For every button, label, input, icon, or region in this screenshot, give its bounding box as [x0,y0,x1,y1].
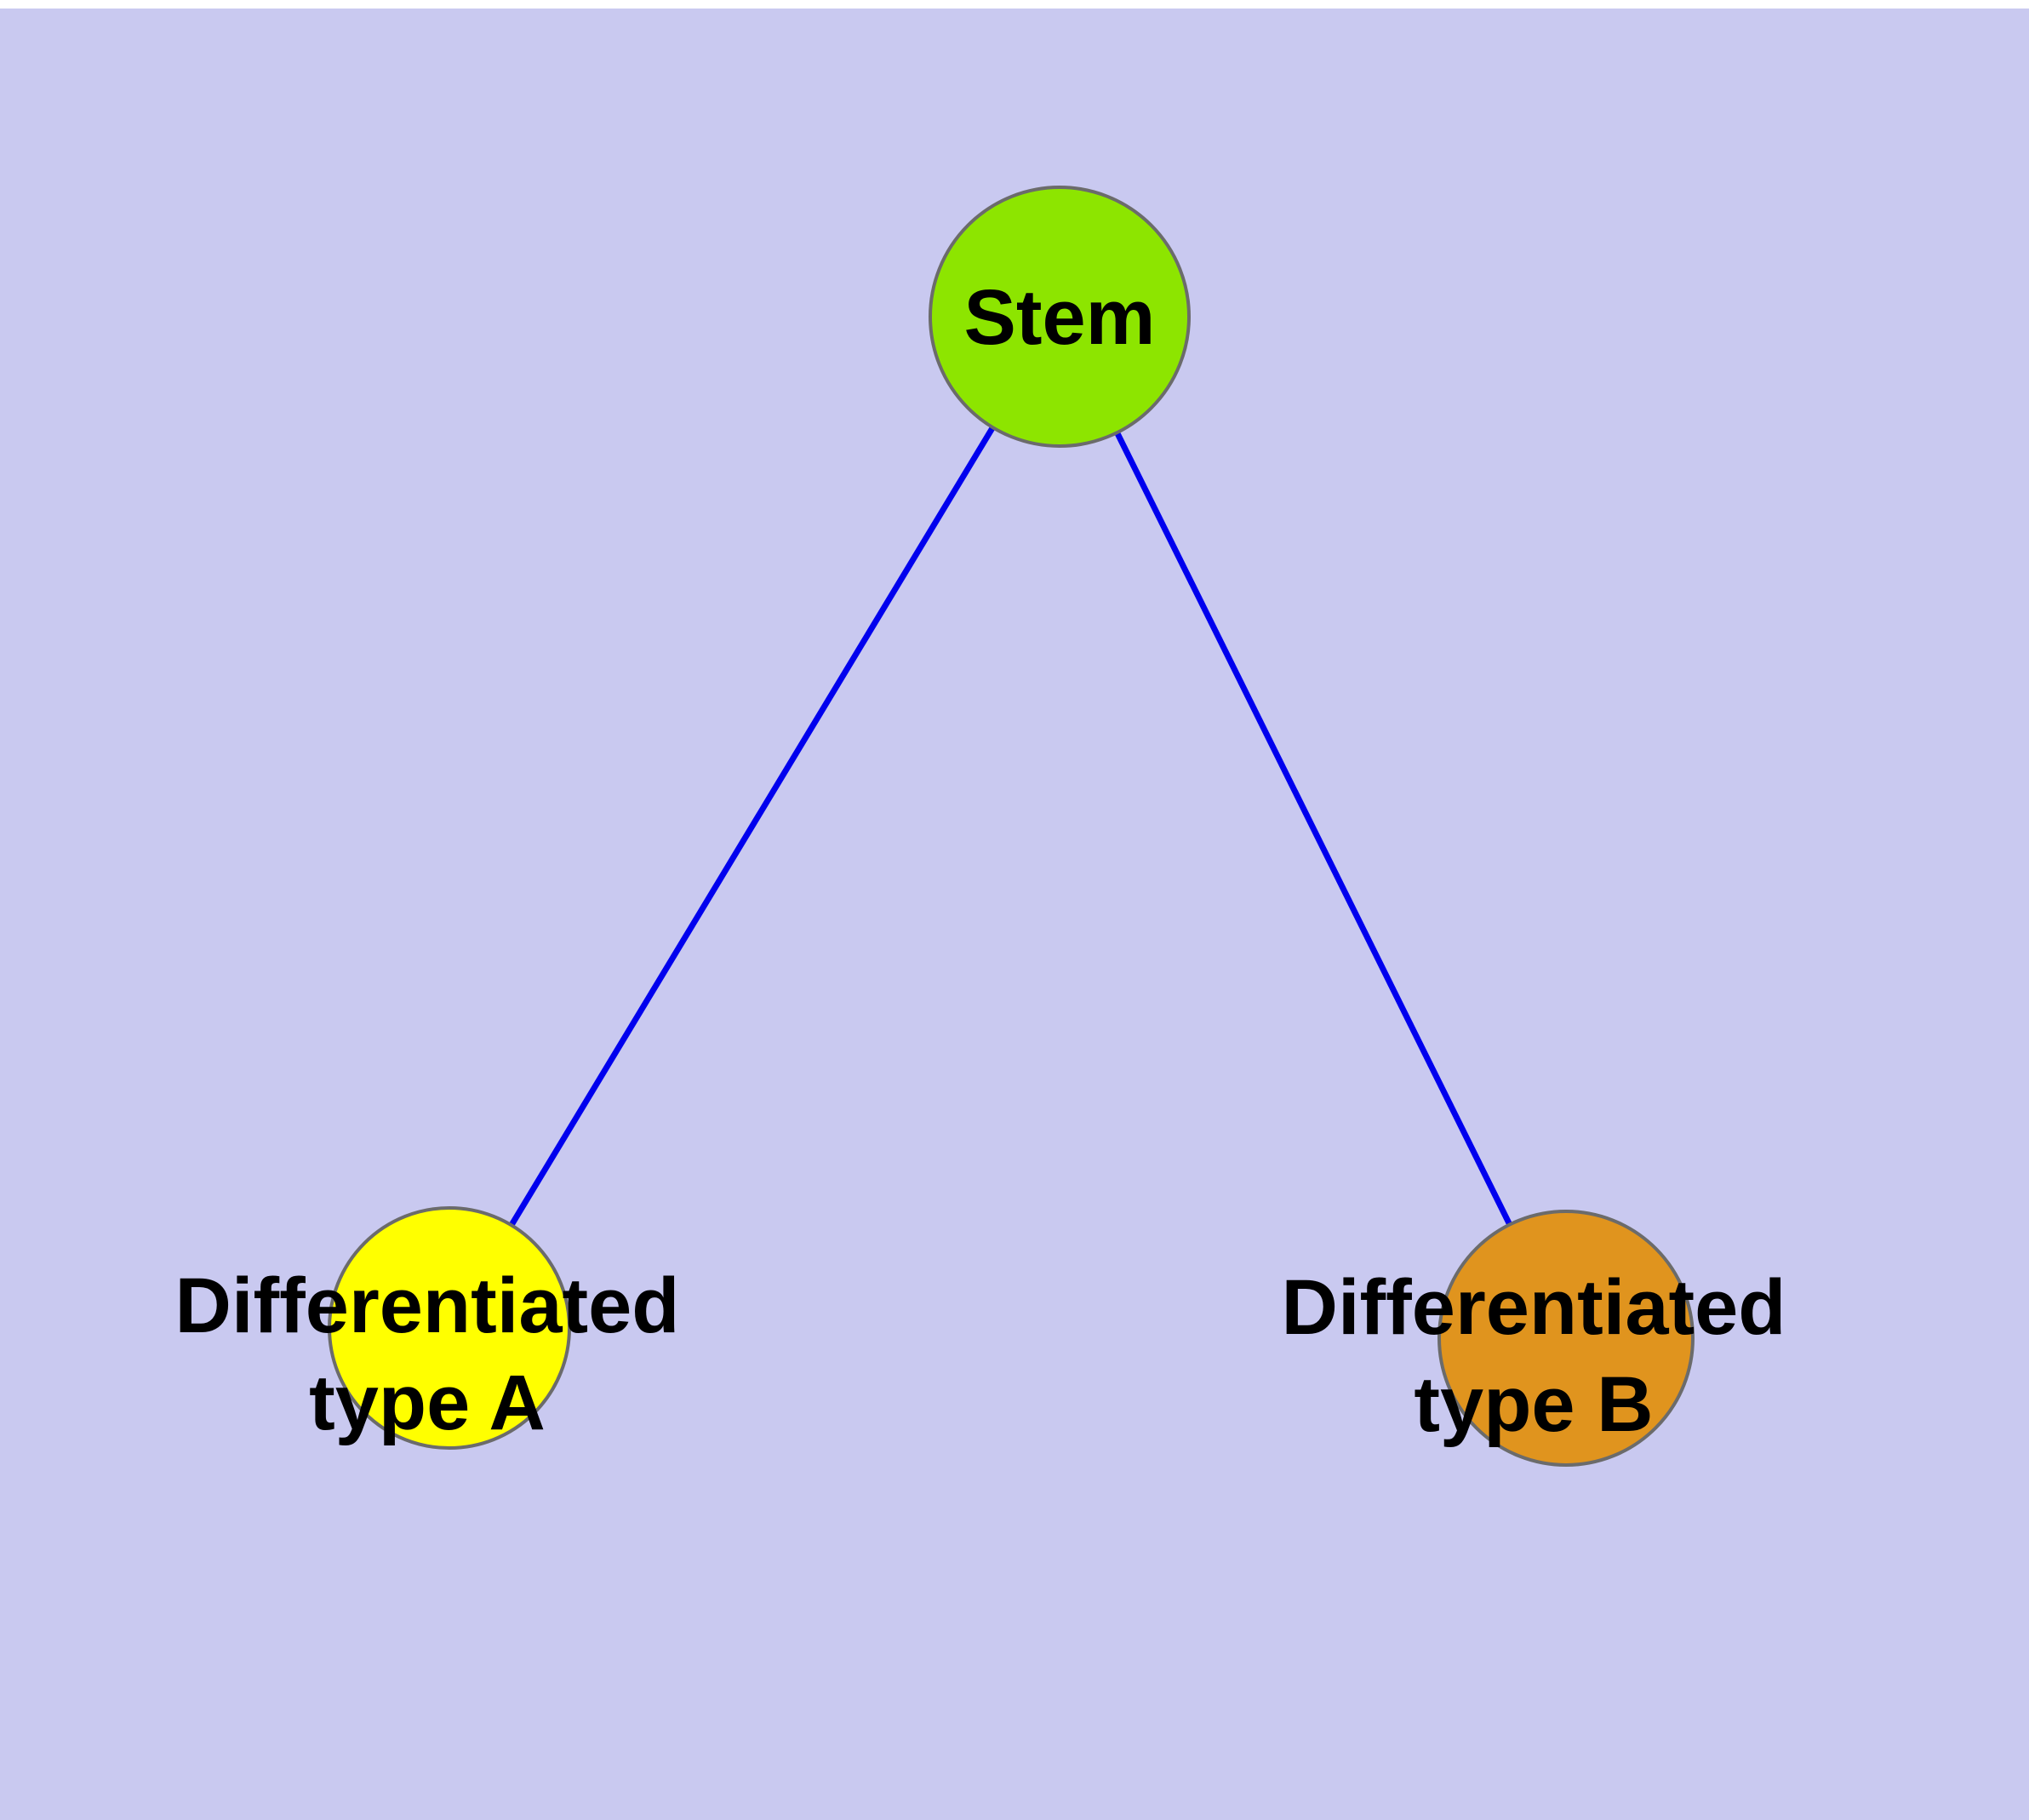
node-stem [929,186,1191,448]
edge-stem-to-differentiated-type-b [1056,315,1569,1340]
node-differentiated-type-a [328,1206,571,1450]
edge-stem-to-differentiated-type-a [447,315,1062,1330]
node-differentiated-type-b [1437,1210,1695,1467]
top-margin-strip [0,0,2029,9]
node-label-stem: Stem [964,274,1156,361]
